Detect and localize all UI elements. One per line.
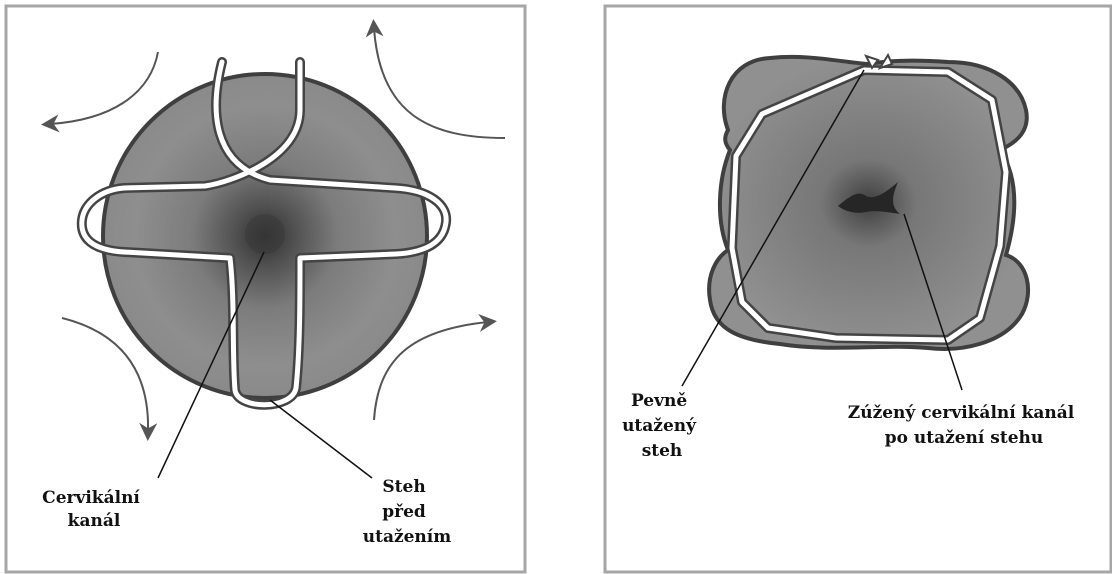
right-panel: Pevně utažený steh Zúžený cervikální kan… [605, 6, 1111, 572]
left-panel: Cervikální kanál Steh před utažením [6, 6, 525, 572]
cervical-os [245, 214, 285, 254]
label-loose-stitch: Steh před utažením [363, 477, 452, 547]
label-cervical-canal: Cervikální kanál [42, 488, 146, 531]
arrow-upper-left [50, 52, 158, 124]
label-narrowed-canal: Zúžený cervikální kanál po utažení stehu [848, 403, 1080, 448]
arrow-upper-right [374, 28, 505, 138]
leader-loose-stitch [270, 400, 372, 478]
label-tight-stitch: Pevně utažený steh [622, 391, 702, 461]
